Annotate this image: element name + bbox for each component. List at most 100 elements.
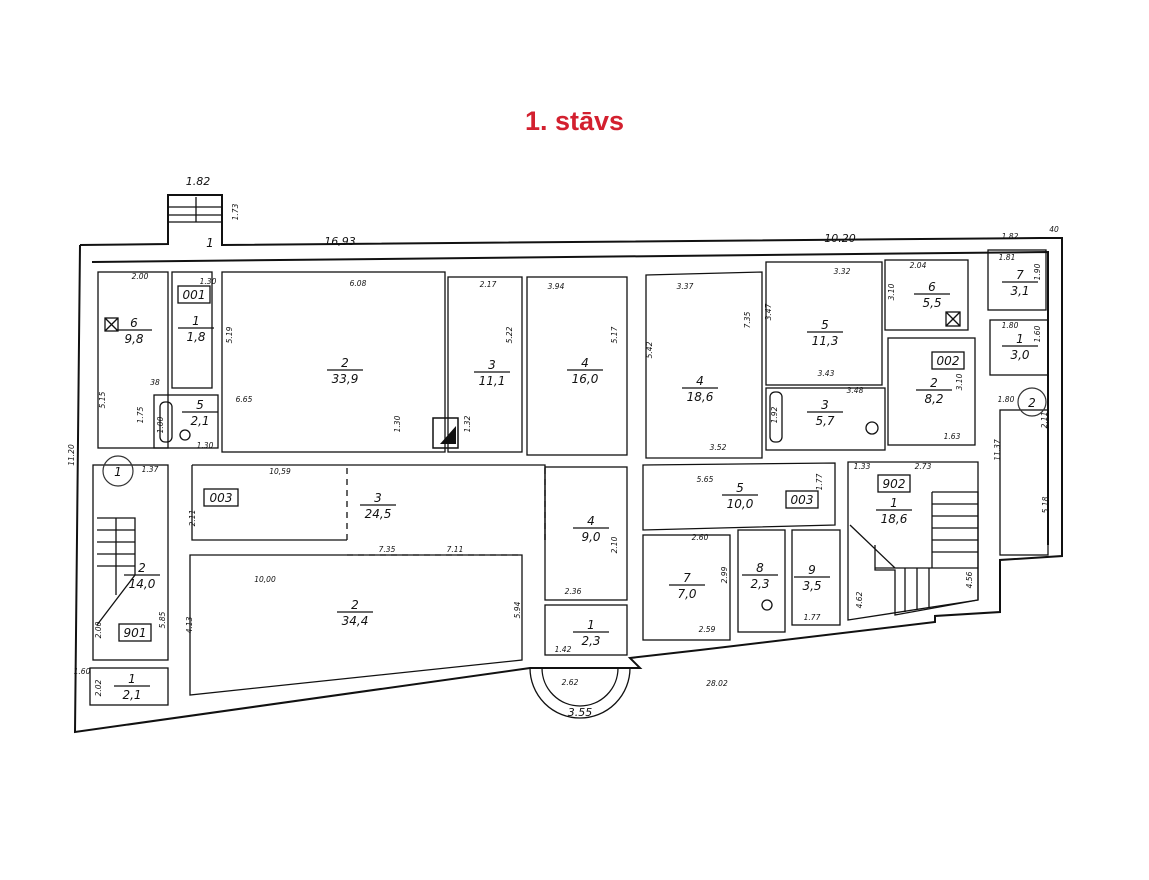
bathtub-icon [769, 391, 783, 443]
dimension-label: 1.77 [804, 613, 821, 622]
room-number: 6 [928, 280, 936, 294]
dimension-label: 1.30 [200, 277, 217, 286]
dimension-label: 5.17 [610, 326, 619, 343]
dimension-label: 1.32 [463, 415, 472, 432]
room-area: 11,1 [479, 374, 506, 388]
dimension-label: 2.00 [132, 272, 149, 281]
room-number: 2 [138, 561, 146, 575]
dimension-label: 1.92 [770, 406, 779, 423]
dimension-label: 1.60 [74, 667, 91, 676]
dimension-label: 2.62 [562, 678, 579, 687]
stove-icon [104, 317, 119, 332]
room-number: 7 [1016, 268, 1024, 282]
room-number: 4 [581, 356, 589, 370]
dimension-label: 4.13 [185, 616, 194, 633]
toilet-icon [179, 429, 191, 441]
room-area: 10,0 [727, 497, 754, 511]
room-label-s003-r7: 77,0 [669, 571, 705, 601]
dimension-label: 3.37 [677, 282, 694, 291]
room-label-s001-r2: 233,9 [327, 356, 363, 386]
svg-text:001: 001 [183, 288, 206, 302]
apartment-tag-003-left: 003 [203, 488, 239, 507]
dimension-label: 4.56 [965, 571, 974, 588]
dimension-label: 3.52 [710, 443, 727, 452]
room-label-s901-r2: 214,0 [124, 561, 160, 591]
staircase-902 [849, 491, 979, 616]
room-area: 3,0 [1010, 348, 1029, 362]
dimension-label: 1.30 [393, 415, 402, 432]
dimension-label: 1.33 [854, 462, 871, 471]
dimension-label: 7.35 [379, 545, 396, 554]
dimension-label: 1.63 [944, 432, 961, 441]
room-area: 33,9 [332, 372, 359, 386]
room-label-s003-r1: 12,3 [573, 618, 609, 648]
dimension-label: 2.60 [692, 533, 709, 542]
room-number: 1 [192, 314, 200, 328]
room-area: 9,0 [581, 530, 600, 544]
dimension-label: 2.11 [188, 510, 197, 527]
chimney-icon [432, 417, 459, 449]
room-area: 14,0 [129, 577, 156, 591]
dimension-label: 5.42 [645, 341, 654, 358]
room-number: 4 [696, 374, 704, 388]
svg-text:2: 2 [1028, 396, 1036, 410]
dimension-label: 1.75 [136, 406, 145, 423]
dimension-label: 1.00 [156, 416, 165, 433]
room-label-s002-r4: 418,6 [682, 374, 718, 404]
dimension-label: 6.08 [350, 279, 367, 288]
dimension-label: 28.02 [706, 679, 728, 688]
room-area: 34,4 [342, 614, 369, 628]
room-area: 18,6 [881, 512, 908, 526]
room-number: 1 [128, 672, 136, 686]
stair-marker-2: 2 [1017, 387, 1047, 417]
room-area: 2,3 [750, 577, 769, 591]
dimension-label: 1.73 [231, 203, 240, 220]
dimension-label: 5.18 [1041, 496, 1050, 513]
room-area: 3,1 [1010, 284, 1029, 298]
room-area: 2,3 [581, 634, 600, 648]
stair-marker-1: 1 [102, 455, 134, 487]
staircase-901 [96, 517, 136, 626]
svg-text:003: 003 [791, 493, 814, 507]
room-label-s002-r5: 511,3 [807, 318, 843, 348]
room-number: 1 [587, 618, 595, 632]
room-label-s002-r3: 35,7 [807, 398, 843, 428]
room-label-s001-r4: 416,0 [567, 356, 603, 386]
room-label-s001-r1: 11,8 [178, 314, 214, 344]
room-number: 2 [351, 598, 359, 612]
dimension-label: 6.65 [236, 395, 253, 404]
room-label-s002-r6: 65,5 [914, 280, 950, 310]
stove-icon [945, 311, 961, 327]
room-label-s003-r5: 510,0 [722, 481, 758, 511]
dimension-label: 10,00 [254, 575, 276, 584]
room-area: 7,0 [677, 587, 696, 601]
dimension-label: 5.65 [697, 475, 714, 484]
svg-text:901: 901 [124, 626, 147, 640]
room-label-s003-r4: 49,0 [573, 514, 609, 544]
entry-stairs: 1 [168, 197, 222, 250]
room-number: 9 [808, 563, 816, 577]
dimension-label: 7.35 [743, 311, 752, 328]
room-area: 2,1 [122, 688, 141, 702]
dimension-label: 2.00 [94, 621, 103, 638]
room-area: 18,6 [687, 390, 714, 404]
room-label-s902-r1: 118,6 [876, 496, 912, 526]
dimension-label: 5.22 [505, 326, 514, 343]
room-area: 2,1 [190, 414, 209, 428]
dimension-label: 1.42 [555, 645, 572, 654]
room-area: 5,7 [815, 414, 834, 428]
dimension-label: 1.80 [998, 395, 1015, 404]
apartment-tag-902: 902 [877, 474, 911, 493]
room-number: 3 [821, 398, 829, 412]
toilet-icon [761, 599, 773, 611]
room-area: 1,8 [186, 330, 205, 344]
svg-text:902: 902 [883, 477, 906, 491]
dimension-label: 2.11 [1040, 412, 1049, 429]
dimension-label: 3.48 [847, 386, 864, 395]
room-number: 3 [488, 358, 496, 372]
room-area: 11,3 [812, 334, 839, 348]
room-label-s001-r5: 52,1 [182, 398, 218, 428]
dimension-label: 3.55 [568, 706, 593, 719]
dimension-label: 3.94 [548, 282, 565, 291]
